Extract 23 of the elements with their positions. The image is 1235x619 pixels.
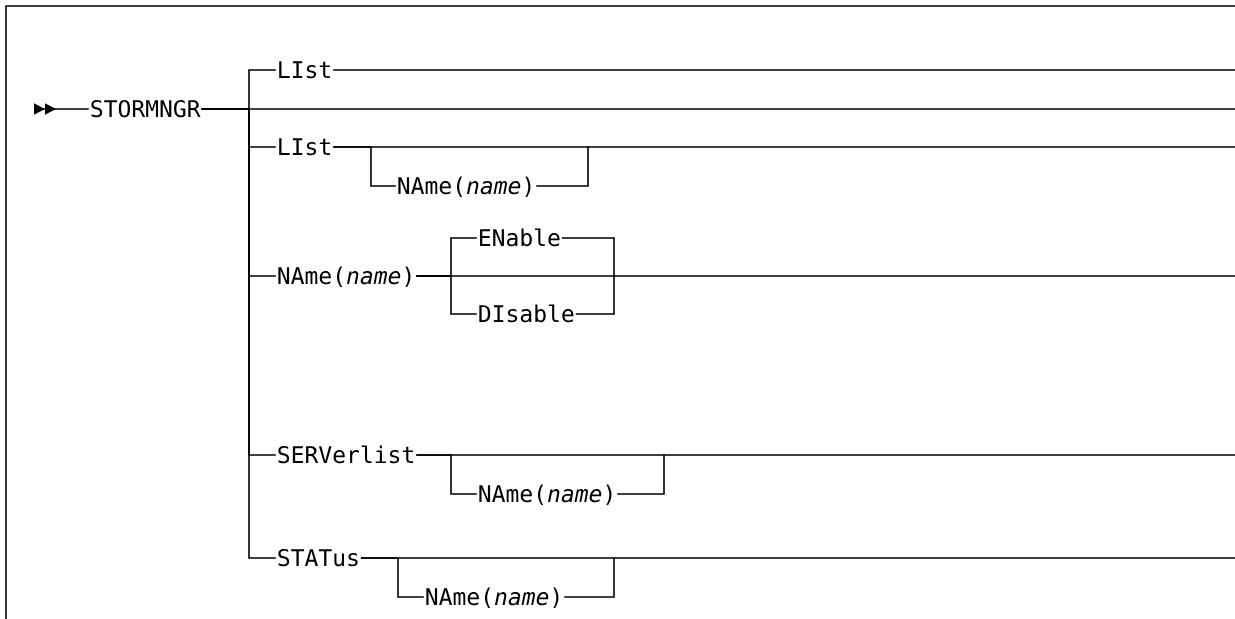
syntax-line [333,146,1235,148]
syntax-keyword: STORMNGR [91,99,201,118]
syntax-keyword: NAme(name) [426,587,559,609]
syntax-keyword: LIst [279,138,330,156]
syntax-keyword: SERVerlist [278,445,413,464]
syntax-line [333,69,1235,71]
syntax-line [416,275,1235,277]
syntax-line [561,237,615,277]
syntax-keyword: NAme(name) [278,266,411,288]
syntax-keyword: LIst [279,61,330,79]
start-arrow [34,103,89,115]
syntax-keyword: ENable [480,228,560,247]
syntax-line [617,454,665,495]
syntax-line [564,557,615,598]
syntax-line [201,108,276,559]
syntax-line [360,557,1235,559]
syntax-keyword: NAme(name) [398,176,531,198]
syntax-line [575,275,615,315]
syntax-keyword: NAme(name) [479,484,612,506]
syntax-keyword: DIsable [479,304,574,323]
syntax-line [416,454,1235,456]
syntax-line [536,146,589,187]
syntax-keyword: STATus [278,548,358,567]
